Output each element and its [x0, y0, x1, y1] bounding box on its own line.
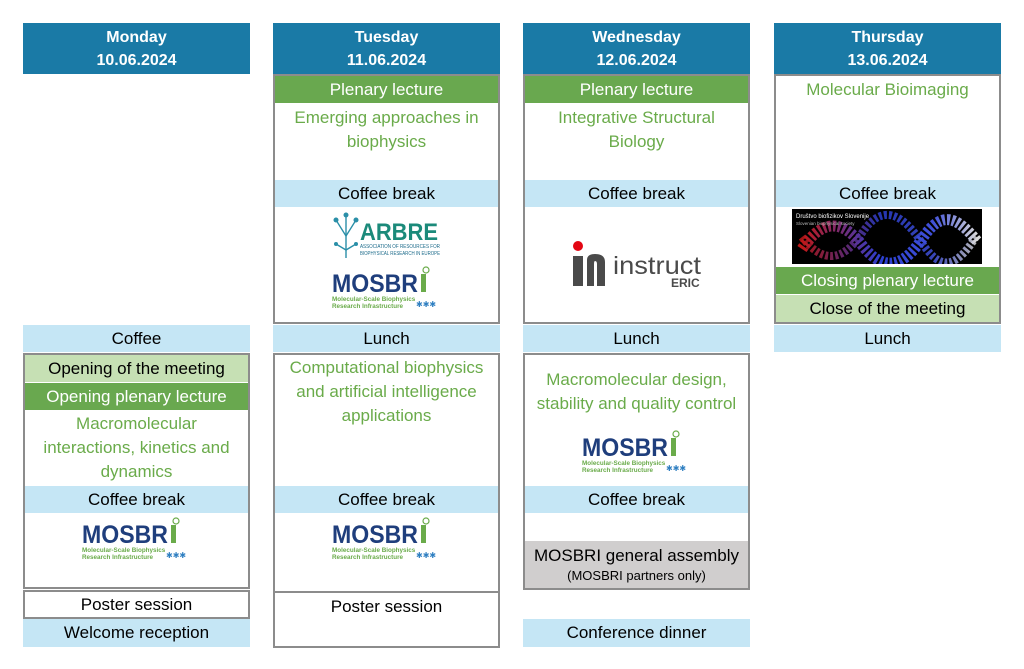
- day-date: 13.06.2024: [847, 51, 928, 69]
- thursday-closing-plenary: Closing plenary lecture: [776, 267, 999, 294]
- day-date: 10.06.2024: [96, 51, 177, 69]
- monday-poster-session: Poster session: [23, 590, 250, 619]
- svg-text:ARBRE: ARBRE: [360, 219, 438, 246]
- svg-text:ERIC: ERIC: [671, 276, 700, 290]
- monday-opening-meeting: Opening of the meeting: [25, 355, 248, 382]
- assembly-title: MOSBRI general assembly: [533, 546, 740, 565]
- tuesday-session-pm: Computational biophysics and artificial …: [289, 358, 484, 425]
- day-header-wednesday: Wednesday 12.06.2024: [523, 23, 750, 74]
- thursday-lunch: Lunch: [774, 325, 1001, 352]
- tuesday-poster-session: Poster session: [275, 591, 498, 620]
- wednesday-session-am: Integrative Structural Biology: [558, 108, 715, 151]
- mosbri-logo: [582, 430, 692, 480]
- svg-text:BIOPHYSICAL RESEARCH IN EUROPE: BIOPHYSICAL RESEARCH IN EUROPE: [360, 251, 441, 257]
- thursday-coffee-break: Coffee break: [776, 180, 999, 207]
- mosbri-logo: [332, 517, 442, 567]
- day-name: Thursday: [851, 28, 924, 46]
- day-date: 11.06.2024: [346, 51, 427, 69]
- svg-text:instruct: instruct: [613, 252, 701, 280]
- tuesday-session-am: Emerging approaches in biophysics: [294, 108, 479, 151]
- svg-text:Slovenian biophysical society: Slovenian biophysical society: [796, 221, 855, 226]
- thursday-close-meeting: Close of the meeting: [776, 295, 999, 322]
- day-header-thursday: Thursday 13.06.2024: [774, 23, 1001, 74]
- monday-session-title: Macromolecular interactions, kinetics an…: [43, 414, 230, 481]
- arbre-logo: ARBRE ASSOCIATION OF RESOURCES FOR BIOPH…: [330, 210, 445, 260]
- day-name: Wednesday: [592, 28, 681, 46]
- tuesday-coffee-break-am: Coffee break: [275, 180, 498, 207]
- monday-coffee-break: Coffee break: [25, 486, 248, 513]
- day-header-tuesday: Tuesday 11.06.2024: [273, 23, 500, 74]
- day-header-monday: Monday 10.06.2024: [23, 23, 250, 74]
- assembly-note: (MOSBRI partners only): [567, 568, 706, 583]
- wednesday-session-pm: Macromolecular design, stability and qua…: [536, 370, 737, 413]
- day-name: Monday: [106, 28, 167, 46]
- monday-coffee: Coffee: [23, 325, 250, 352]
- monday-welcome-reception: Welcome reception: [23, 619, 250, 647]
- instruct-eric-logo: instruct ERIC: [568, 238, 708, 290]
- tuesday-plenary: Plenary lecture: [275, 76, 498, 103]
- wednesday-lunch: Lunch: [523, 325, 750, 352]
- wednesday-coffee-break-pm: Coffee break: [525, 486, 748, 513]
- tuesday-coffee-break-pm: Coffee break: [275, 486, 498, 513]
- day-name: Tuesday: [354, 28, 419, 46]
- wednesday-general-assembly: MOSBRI general assembly (MOSBRI partners…: [525, 541, 748, 588]
- tuesday-lunch: Lunch: [273, 325, 500, 352]
- mosbri-logo: [82, 517, 192, 567]
- wednesday-coffee-break-am: Coffee break: [525, 180, 748, 207]
- thursday-session: Molecular Bioimaging: [806, 80, 969, 99]
- monday-opening-plenary: Opening plenary lecture: [25, 383, 248, 410]
- wednesday-conference-dinner: Conference dinner: [523, 619, 750, 647]
- wednesday-plenary: Plenary lecture: [525, 76, 748, 103]
- day-date: 12.06.2024: [596, 51, 677, 69]
- dbs-logo: Društvo biofizikov Slovenije Slovenian b…: [792, 209, 982, 264]
- mosbri-logo: [332, 266, 442, 316]
- svg-text:Društvo biofizikov Slovenije: Društvo biofizikov Slovenije: [796, 214, 870, 220]
- svg-text:ASSOCIATION OF RESOURCES FOR: ASSOCIATION OF RESOURCES FOR: [360, 244, 440, 250]
